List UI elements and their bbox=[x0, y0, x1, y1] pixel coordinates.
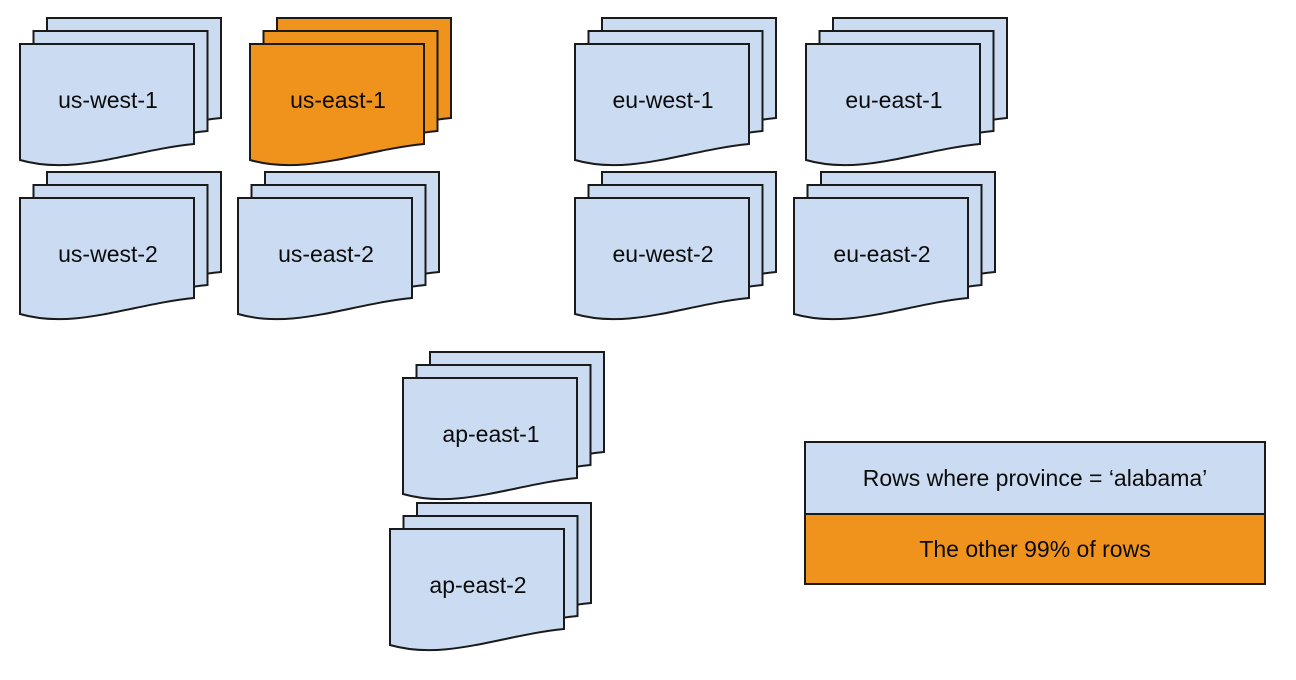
document-sheet-front-icon bbox=[402, 377, 578, 501]
document-stack-icon bbox=[574, 17, 777, 167]
document-stack-icon bbox=[237, 171, 440, 321]
document-sheet-front-icon bbox=[389, 528, 565, 652]
document-stack-icon bbox=[574, 171, 777, 321]
legend: Rows where province = ‘alabama’ The othe… bbox=[804, 441, 1266, 585]
region-stack-eu-west-2: eu-west-2 bbox=[574, 171, 780, 331]
region-stack-eu-east-2: eu-east-2 bbox=[793, 171, 999, 331]
document-sheet-front-icon bbox=[19, 197, 195, 321]
region-stack-ap-east-1: ap-east-1 bbox=[402, 351, 608, 511]
region-stack-us-east-1: us-east-1 bbox=[249, 17, 455, 177]
document-stack-icon bbox=[805, 17, 1008, 167]
region-stack-us-east-2: us-east-2 bbox=[237, 171, 443, 331]
region-stack-eu-west-1: eu-west-1 bbox=[574, 17, 780, 177]
document-sheet-front-icon bbox=[793, 197, 969, 321]
region-stack-us-west-2: us-west-2 bbox=[19, 171, 225, 331]
region-stack-us-west-1: us-west-1 bbox=[19, 17, 225, 177]
document-stack-icon bbox=[389, 502, 592, 652]
document-stack-icon bbox=[249, 17, 452, 167]
legend-label-province-alabama: Rows where province = ‘alabama’ bbox=[862, 464, 1208, 491]
document-stack-icon bbox=[19, 17, 222, 167]
document-sheet-front-icon bbox=[574, 197, 750, 321]
legend-row-other-rows: The other 99% of rows bbox=[806, 513, 1264, 583]
document-sheet-front-icon bbox=[237, 197, 413, 321]
legend-label-other-rows: The other 99% of rows bbox=[919, 535, 1151, 562]
document-sheet-front-icon bbox=[574, 43, 750, 167]
document-stack-icon bbox=[793, 171, 996, 321]
document-sheet-front-icon bbox=[805, 43, 981, 167]
document-sheet-front-icon bbox=[19, 43, 195, 167]
region-stack-eu-east-1: eu-east-1 bbox=[805, 17, 1011, 177]
region-stack-ap-east-2: ap-east-2 bbox=[389, 502, 595, 662]
document-stack-icon bbox=[19, 171, 222, 321]
legend-row-province-alabama: Rows where province = ‘alabama’ bbox=[806, 443, 1264, 513]
document-stack-icon bbox=[402, 351, 605, 501]
document-sheet-front-icon bbox=[249, 43, 425, 167]
